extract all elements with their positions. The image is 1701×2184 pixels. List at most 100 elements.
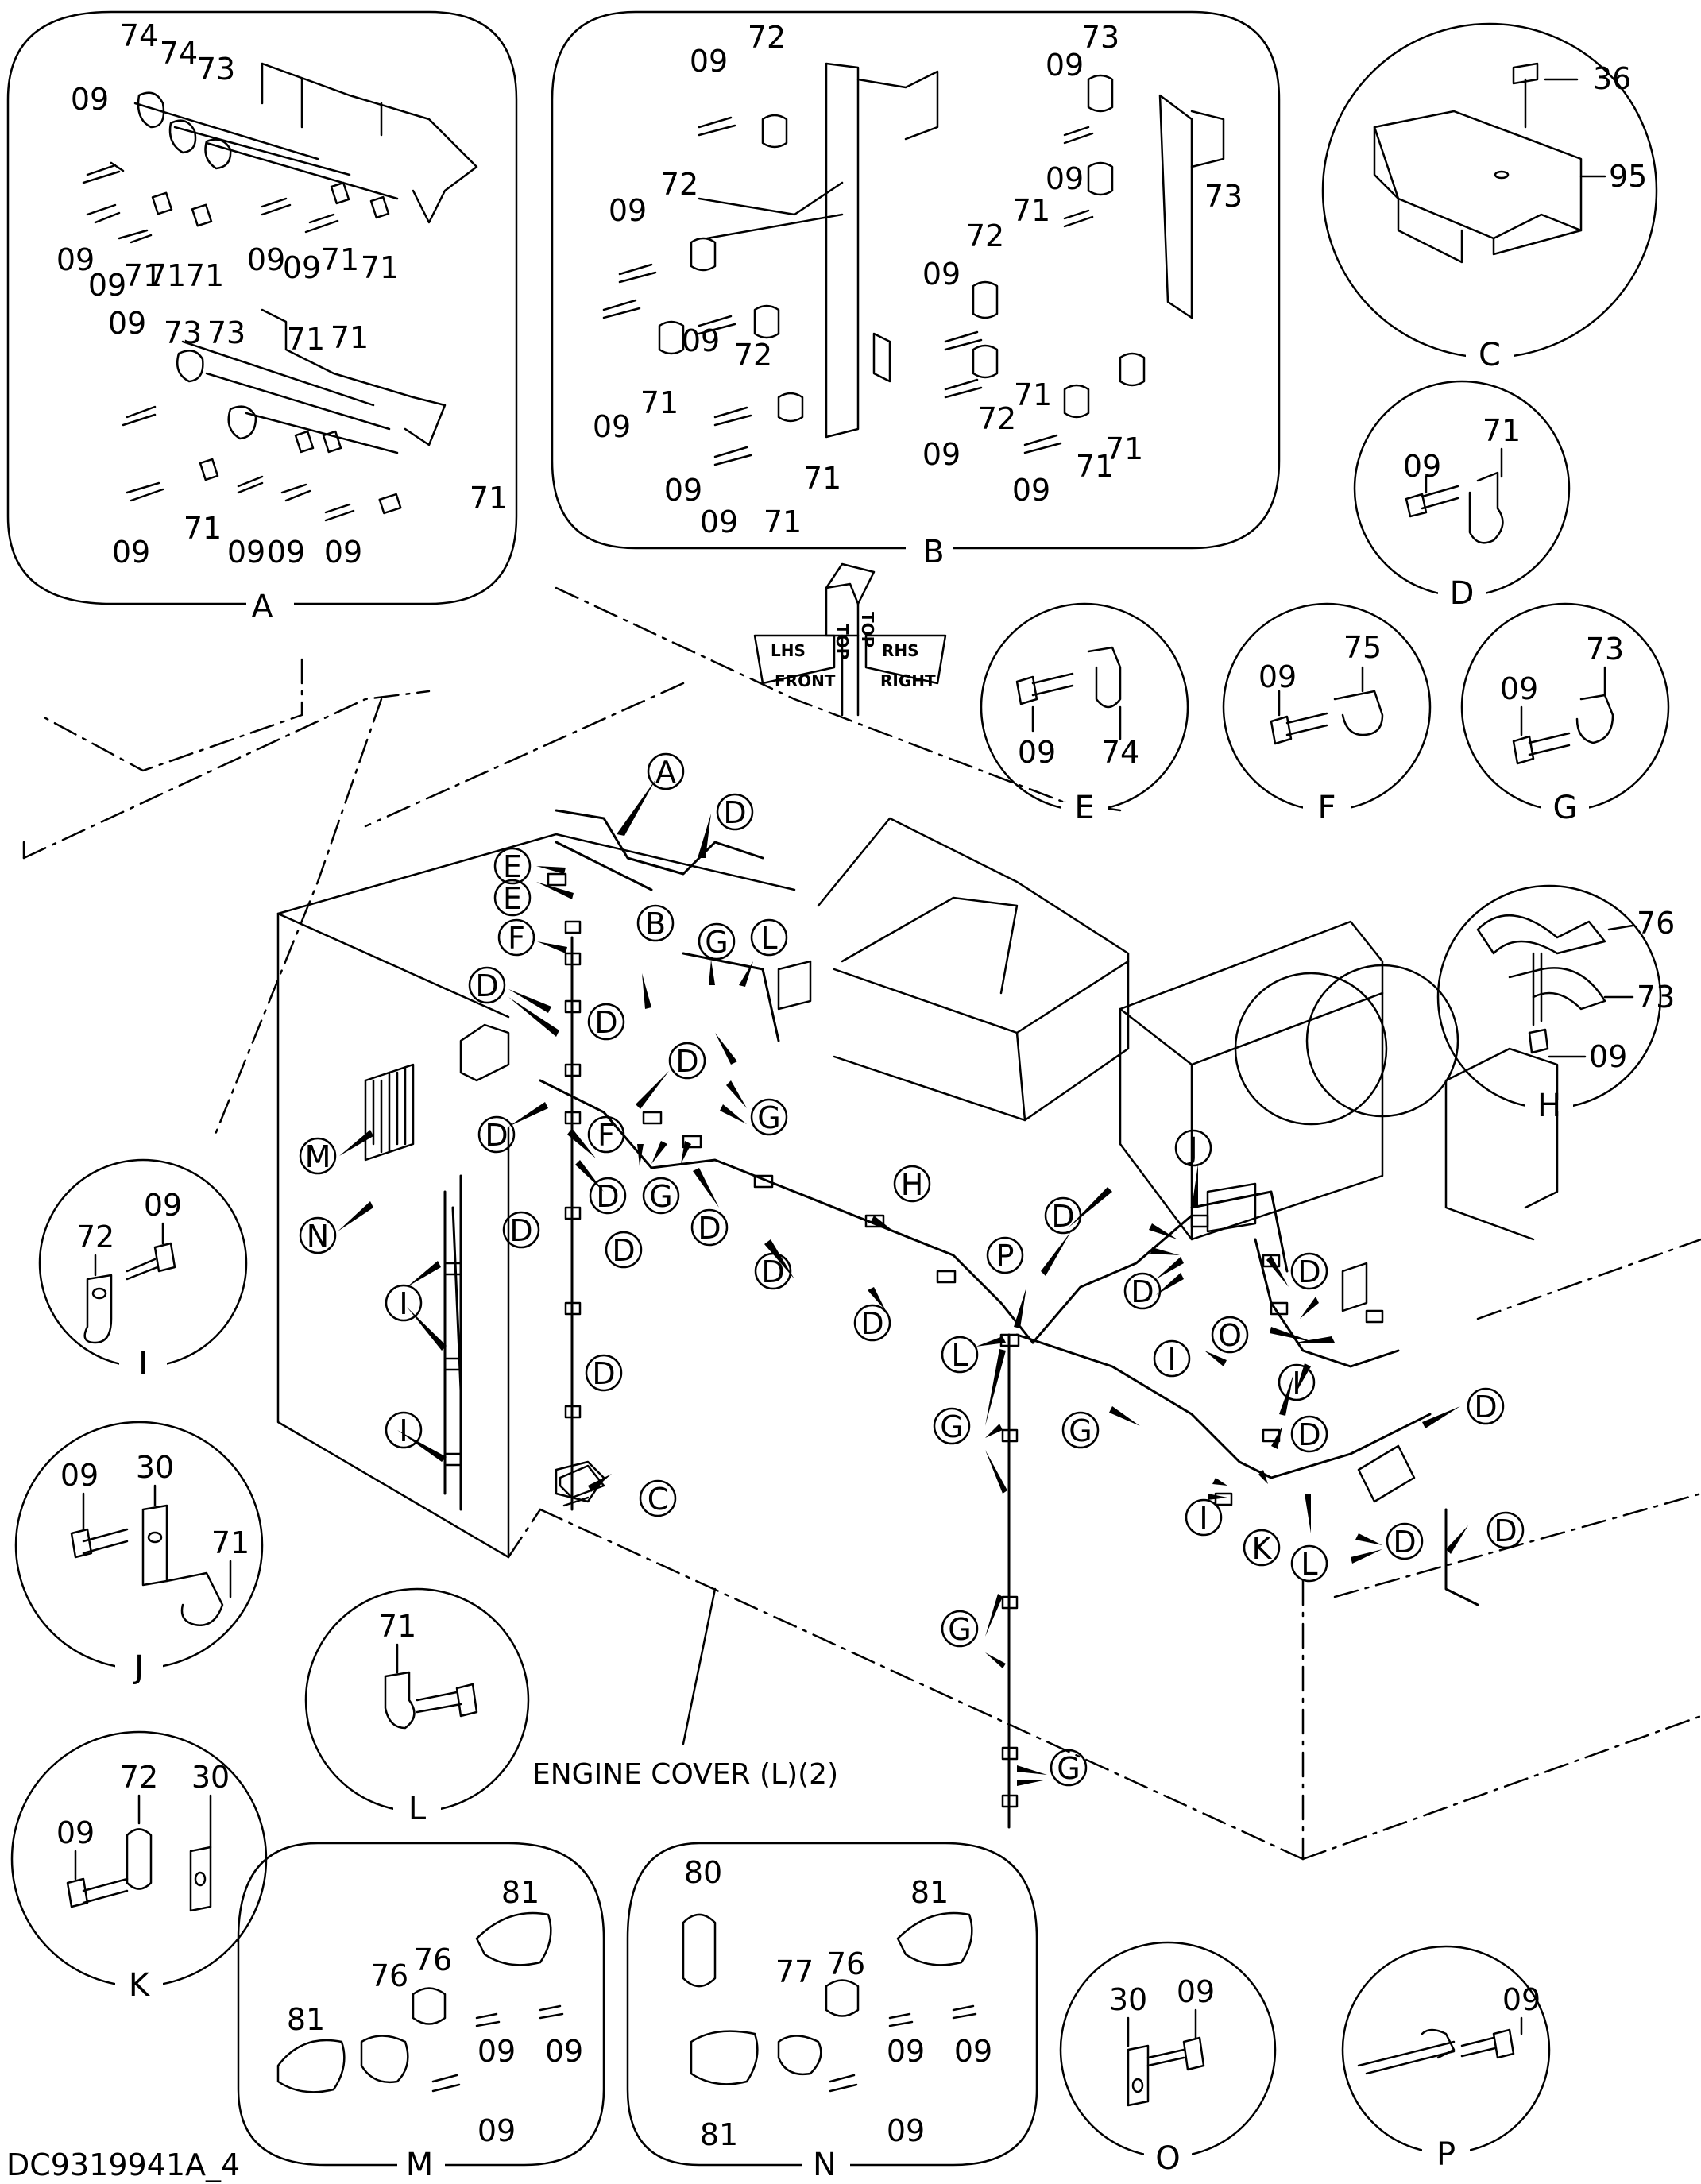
svg-text:71: 71 [211, 1525, 249, 1560]
svg-text:71: 71 [124, 258, 162, 293]
svg-text:K: K [1252, 1531, 1273, 1566]
callout-G: G [933, 1407, 971, 1445]
svg-text:09: 09 [887, 2113, 925, 2148]
callout-D: D [468, 966, 506, 1004]
detail-D-caption: D [1450, 575, 1475, 612]
detail-A-bolts [82, 161, 355, 522]
svg-text:73: 73 [1081, 20, 1119, 55]
svg-text:L: L [760, 921, 777, 956]
svg-text:D: D [594, 1005, 617, 1040]
detail-P: P 09 [1341, 1945, 1551, 2173]
detail-A-caption: A [251, 589, 273, 625]
callout-D: D [668, 1042, 706, 1080]
svg-text:09: 09 [664, 473, 702, 508]
callout-N: N [299, 1216, 337, 1254]
svg-text:74: 74 [160, 36, 198, 71]
callout-J: J [1174, 1129, 1212, 1167]
callout-C: C [639, 1479, 677, 1517]
svg-text:C: C [648, 1482, 669, 1517]
callout-H: H [893, 1165, 931, 1203]
svg-text:M: M [305, 1139, 331, 1174]
svg-text:G: G [1069, 1413, 1092, 1448]
detail-I: I 72 09 [38, 1158, 248, 1382]
svg-text:09: 09 [922, 257, 961, 292]
detail-A: A 74 [6, 10, 518, 625]
svg-text:09: 09 [227, 535, 265, 570]
svg-text:71: 71 [184, 511, 222, 546]
engine-cover-label: ENGINE COVER (L)(2) [532, 1758, 838, 1791]
callout-D: D [605, 1231, 643, 1269]
svg-text:09: 09 [1018, 735, 1056, 770]
svg-text:D: D [612, 1233, 635, 1268]
detail-D: D 09 71 [1353, 380, 1571, 612]
callout-G: G [1061, 1411, 1100, 1449]
svg-text:09: 09 [545, 2034, 583, 2069]
svg-text:09: 09 [1589, 1039, 1627, 1074]
engine-cover-leader [682, 1587, 717, 1745]
detail-N-caption: N [813, 2147, 837, 2183]
rhs-label: RHS [882, 641, 919, 660]
detail-H-caption: H [1537, 1088, 1561, 1124]
svg-text:I: I [1167, 1342, 1176, 1377]
detail-B-bolts [602, 116, 1094, 466]
callout-B: B [636, 904, 675, 942]
svg-text:G: G [757, 1100, 780, 1135]
svg-text:71: 71 [148, 258, 186, 293]
detail-J: J 09 30 71 [14, 1421, 264, 1686]
svg-text:71: 71 [287, 322, 325, 357]
svg-text:D: D [1131, 1274, 1154, 1309]
svg-text:L: L [951, 1338, 968, 1373]
svg-text:73: 73 [1204, 179, 1243, 214]
svg-text:G: G [649, 1179, 672, 1214]
svg-text:71: 71 [1076, 449, 1114, 484]
callout-I: I [385, 1284, 423, 1322]
svg-text:71: 71 [640, 385, 678, 420]
svg-text:09: 09 [1258, 659, 1297, 694]
svg-text:09: 09 [1012, 473, 1050, 508]
svg-text:71: 71 [764, 504, 802, 539]
svg-text:71: 71 [803, 461, 841, 496]
svg-text:E: E [503, 881, 522, 916]
svg-text:09: 09 [887, 2034, 925, 2069]
svg-text:09: 09 [324, 535, 362, 570]
svg-text:G: G [705, 925, 728, 960]
svg-text:09: 09 [247, 242, 285, 277]
callout-F: F [587, 1115, 625, 1154]
callout-D: D [1386, 1522, 1424, 1560]
svg-text:81: 81 [287, 2002, 325, 2037]
detail-L-caption: L [408, 1791, 427, 1827]
svg-text:81: 81 [700, 2117, 738, 2152]
svg-text:F: F [597, 1118, 615, 1153]
svg-text:76: 76 [1637, 906, 1675, 941]
callout-A: A [647, 752, 685, 790]
svg-text:D: D [1297, 1254, 1320, 1289]
svg-text:B: B [645, 906, 666, 941]
svg-text:D: D [485, 1118, 508, 1153]
detail-F-caption: F [1317, 790, 1336, 826]
detail-H: H 76 73 09 [1436, 884, 1675, 1124]
callout-D: D [1290, 1415, 1328, 1453]
svg-text:73: 73 [1637, 980, 1675, 1015]
detail-B: B 09 72 [551, 10, 1281, 570]
svg-text:G: G [1057, 1751, 1080, 1786]
callout-G: G [1050, 1749, 1088, 1787]
detail-N: N 80 81 77 76 81 09 09 09 [626, 1842, 1038, 2183]
detail-C: C 36 95 [1321, 22, 1658, 373]
svg-text:I: I [1199, 1501, 1208, 1536]
callout-L: L [750, 918, 788, 957]
svg-text:09: 09 [144, 1188, 182, 1223]
callout-L: L [941, 1336, 979, 1374]
callout-K: K [1243, 1529, 1281, 1567]
svg-text:09: 09 [283, 250, 321, 285]
svg-text:71: 71 [378, 1609, 416, 1644]
callout-P: P [986, 1236, 1024, 1274]
callout-leaders [338, 779, 1468, 1786]
detail-M-caption: M [406, 2147, 434, 2183]
svg-text:75: 75 [1343, 630, 1382, 665]
callout-G: G [698, 922, 736, 961]
detail-J-caption: J [132, 1649, 144, 1686]
svg-text:09: 09 [700, 504, 738, 539]
svg-text:09: 09 [609, 193, 647, 228]
callout-D: D [477, 1115, 516, 1154]
svg-text:D: D [675, 1044, 698, 1079]
